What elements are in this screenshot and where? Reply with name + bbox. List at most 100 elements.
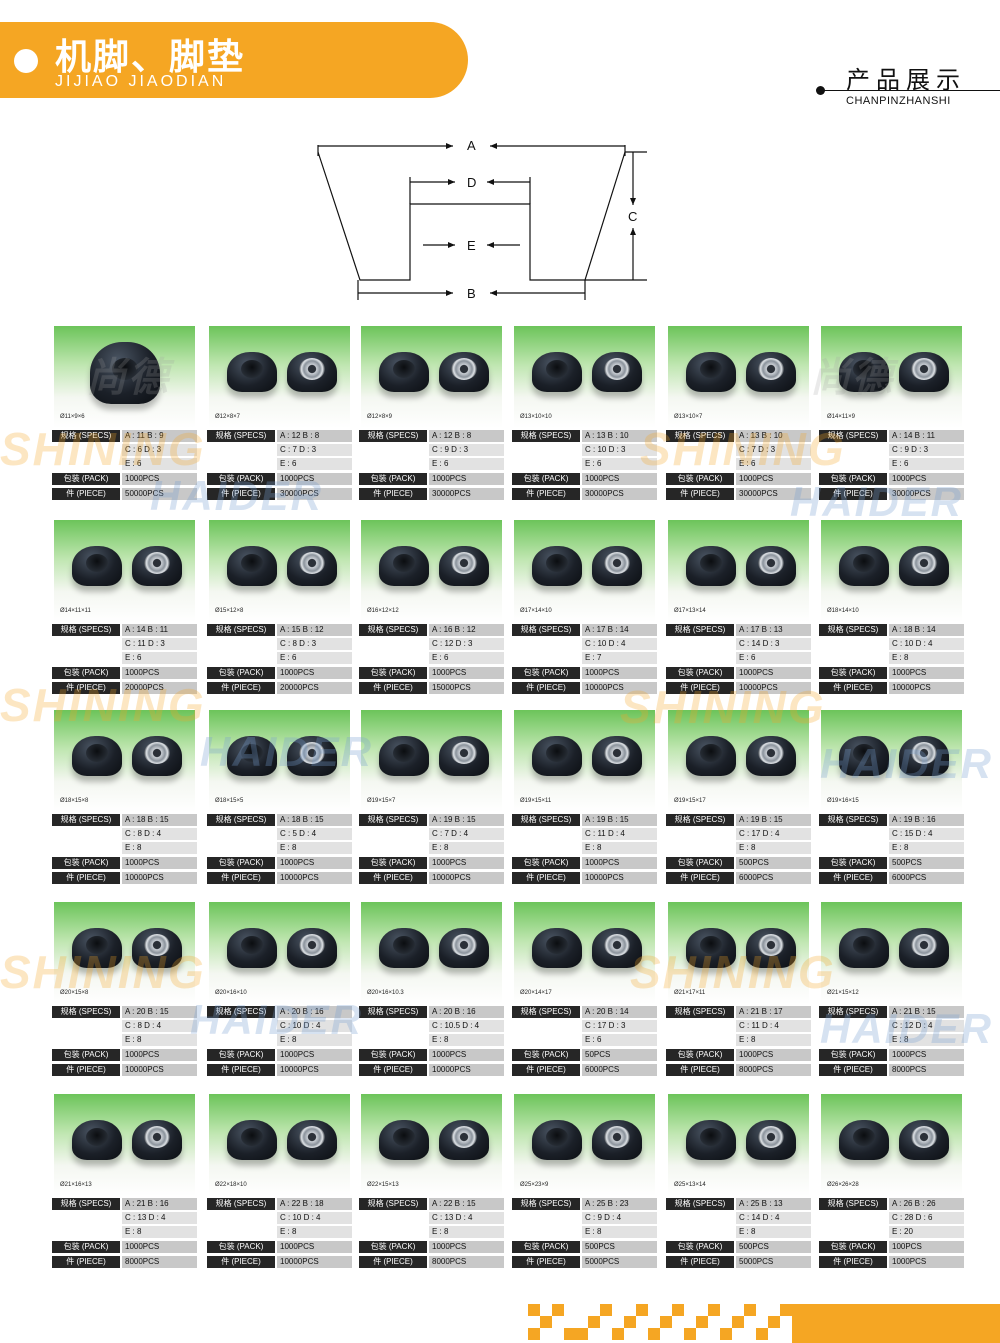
footer-checker-square (720, 1328, 732, 1340)
rubber-foot-washer-icon (287, 538, 337, 586)
footer-checker-square (684, 1328, 696, 1340)
product-photo: Ø16×12×12 (361, 520, 502, 622)
spec-pack-value: 1000PCS (277, 857, 352, 869)
spec-row-label: 件 (PIECE) (207, 1256, 275, 1268)
spec-row: 包装 (PACK)1000PCS (359, 857, 504, 870)
spec-ab-value: A : 21 B : 17 (736, 1006, 811, 1018)
spec-pack-value: 1000PCS (582, 857, 657, 869)
spec-row: 件 (PIECE)10000PCS (359, 872, 504, 885)
rubber-foot-icon (227, 1112, 277, 1160)
rubber-foot-icon (839, 920, 889, 968)
spec-row: E : 8 (666, 842, 811, 855)
spec-row: 包装 (PACK)1000PCS (666, 473, 811, 486)
spec-row: 件 (PIECE)30000PCS (512, 488, 657, 501)
product-photo: Ø22×18×10 (209, 1094, 350, 1196)
product-photo: Ø13×10×10 (514, 326, 655, 428)
spec-ab-value: A : 17 B : 14 (582, 624, 657, 636)
spec-ab-value: A : 11 B : 9 (122, 430, 197, 442)
spec-row: 件 (PIECE)1000PCS (819, 1256, 964, 1269)
spec-piece-value: 30000PCS (429, 488, 504, 500)
spec-cd-value: C : 9 D : 4 (582, 1212, 657, 1224)
spec-row-label: 件 (PIECE) (512, 1256, 580, 1268)
spec-row: C : 14 D : 4 (666, 1212, 811, 1225)
spec-row-label: 包装 (PACK) (512, 667, 580, 679)
spec-row: C : 10 D : 4 (512, 638, 657, 651)
rubber-foot-washer-icon (132, 920, 182, 968)
spec-row: 包装 (PACK)1000PCS (512, 667, 657, 680)
spec-row: 规格 (SPECS)A : 20 B : 14 (512, 1006, 657, 1019)
spec-piece-value: 10000PCS (277, 1064, 352, 1076)
spec-row: 规格 (SPECS)A : 20 B : 16 (359, 1006, 504, 1019)
spec-cd-value: C : 6 D : 3 (122, 444, 197, 456)
spec-row-label: 件 (PIECE) (666, 682, 734, 694)
spec-row: 规格 (SPECS)A : 19 B : 15 (512, 814, 657, 827)
spec-row-label: 包装 (PACK) (819, 667, 887, 679)
rubber-foot-washer-icon (592, 728, 642, 776)
product-photo: Ø13×10×7 (668, 326, 809, 428)
spec-row-label: 件 (PIECE) (819, 872, 887, 884)
section-subtitle: CHANPINZHANSHI (846, 95, 951, 107)
spec-row: C : 10 D : 4 (207, 1212, 352, 1225)
spec-row: E : 6 (512, 1034, 657, 1047)
spec-pack-value: 1000PCS (277, 1049, 352, 1061)
spec-row: 件 (PIECE)20000PCS (52, 682, 197, 695)
spec-cd-value: C : 28 D : 6 (889, 1212, 964, 1224)
footer-checker-square (600, 1304, 612, 1316)
spec-row-label: 包装 (PACK) (666, 667, 734, 679)
rubber-foot-icon (227, 538, 277, 586)
spec-row-label: 件 (PIECE) (666, 872, 734, 884)
spec-row: C : 8 D : 4 (52, 1020, 197, 1033)
spec-row-label: 规格 (SPECS) (359, 624, 427, 636)
spec-row: C : 5 D : 4 (207, 828, 352, 841)
spec-e-value: E : 8 (889, 1034, 964, 1046)
spec-pack-value: 1000PCS (277, 473, 352, 485)
spec-piece-value: 30000PCS (736, 488, 811, 500)
spec-row-label: 规格 (SPECS) (666, 430, 734, 442)
spec-e-value: E : 6 (277, 458, 352, 470)
rubber-foot-washer-icon (592, 1112, 642, 1160)
product-photo: Ø25×13×14 (668, 1094, 809, 1196)
spec-piece-value: 10000PCS (122, 872, 197, 884)
spec-row: E : 6 (52, 652, 197, 665)
spec-row-label: 包装 (PACK) (819, 1049, 887, 1061)
page-title: 机脚、脚垫 (55, 37, 246, 78)
rubber-foot-icon (72, 1112, 122, 1160)
spec-row-label: 包装 (PACK) (52, 857, 120, 869)
rubber-foot-icon (379, 1112, 429, 1160)
spec-e-value: E : 8 (122, 842, 197, 854)
spec-ab-value: A : 22 B : 15 (429, 1198, 504, 1210)
spec-row-label: 包装 (PACK) (207, 1241, 275, 1253)
product-photo: Ø12×8×9 (361, 326, 502, 428)
spec-row-label: 包装 (PACK) (207, 1049, 275, 1061)
product-size-caption: Ø14×11×9 (827, 414, 855, 420)
spec-cd-value: C : 9 D : 3 (429, 444, 504, 456)
rubber-foot-icon (686, 920, 736, 968)
spec-row: 包装 (PACK)1000PCS (819, 473, 964, 486)
spec-row-label: 件 (PIECE) (359, 1256, 427, 1268)
section-dot-icon (816, 86, 825, 95)
spec-row: 规格 (SPECS)A : 19 B : 15 (359, 814, 504, 827)
spec-cd-value: C : 12 D : 4 (889, 1020, 964, 1032)
rubber-foot-icon (379, 538, 429, 586)
spec-row-label: 件 (PIECE) (207, 872, 275, 884)
spec-row: 件 (PIECE)8000PCS (819, 1064, 964, 1077)
spec-cd-value: C : 10 D : 4 (582, 638, 657, 650)
spec-row: 规格 (SPECS)A : 19 B : 16 (819, 814, 964, 827)
spec-row: C : 15 D : 4 (819, 828, 964, 841)
spec-row-label: 规格 (SPECS) (819, 624, 887, 636)
footer-checker-square (552, 1304, 564, 1316)
spec-ab-value: A : 13 B : 10 (736, 430, 811, 442)
rubber-foot-icon (686, 344, 736, 392)
rubber-foot-washer-icon (746, 1112, 796, 1160)
banner-dot-icon (14, 49, 38, 73)
spec-row: 规格 (SPECS)A : 26 B : 26 (819, 1198, 964, 1211)
